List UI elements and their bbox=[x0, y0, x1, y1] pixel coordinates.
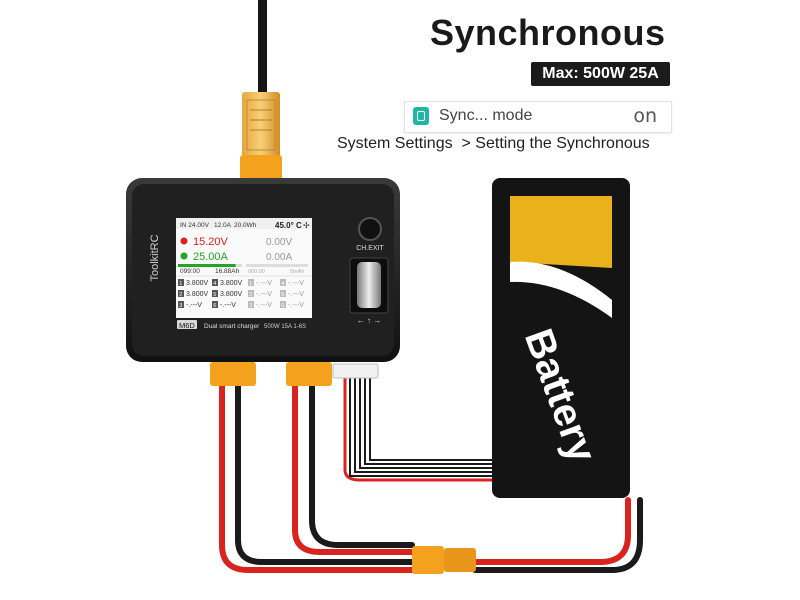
cell-voltage: -.---V bbox=[220, 302, 236, 309]
power-plug bbox=[242, 92, 280, 162]
cell-index: 5 bbox=[281, 292, 284, 298]
cell-voltage-grid: 1 3.800V 2 3.800V 3 -.---V 4 3.800V 5 3.800V 6 -.--… bbox=[178, 279, 304, 309]
scroll-wheel bbox=[357, 262, 381, 308]
cell-index: 3 bbox=[179, 303, 182, 309]
screen-ch1-current: 25.00A bbox=[193, 251, 229, 263]
xt60-input-connector bbox=[240, 155, 282, 180]
screen-ch1-capacity: 16.88Ah bbox=[215, 268, 240, 275]
output-wires bbox=[219, 373, 643, 573]
screen-temperature: 45.0° C bbox=[275, 221, 302, 230]
screen-input-current: 12.0A bbox=[214, 222, 232, 229]
cell-index-box bbox=[178, 279, 184, 286]
cell-voltage: 3.800V bbox=[186, 280, 209, 287]
ch-exit-button bbox=[358, 217, 382, 241]
sync-app-icon bbox=[413, 107, 429, 125]
device-rating: 500W 15A 1-6S bbox=[264, 324, 306, 330]
cell-index: 4 bbox=[213, 281, 216, 287]
nav-arrows: ← ↑ → bbox=[357, 316, 381, 325]
screen-ch1-voltage: 15.20V bbox=[193, 236, 229, 248]
cell-index-box bbox=[212, 290, 218, 297]
balance-port bbox=[332, 363, 379, 379]
cell-index-box bbox=[212, 279, 218, 286]
cell-index: 1 bbox=[179, 281, 182, 287]
ch1-output-connector bbox=[210, 362, 256, 386]
cell-voltage: -.---V bbox=[256, 280, 272, 287]
cell-index-box bbox=[178, 290, 184, 297]
cell-voltage: 3.800V bbox=[220, 291, 243, 298]
sync-mode-value[interactable]: on bbox=[633, 105, 657, 127]
ch1-voltage-icon bbox=[180, 237, 188, 245]
ch1-current-icon bbox=[180, 252, 188, 260]
breadcrumb: System Settings > Setting the Synchronou… bbox=[337, 135, 650, 153]
cell-voltage: 3.800V bbox=[220, 280, 243, 287]
cell-voltage: -.---V bbox=[186, 302, 202, 309]
cell-voltage: -.---V bbox=[288, 291, 304, 298]
ch-exit-label: CH.EXIT bbox=[356, 245, 384, 252]
cell-index-box bbox=[212, 301, 218, 308]
cell-index-box bbox=[280, 279, 286, 286]
cell-index-box bbox=[248, 301, 254, 308]
cell-index: 6 bbox=[213, 303, 216, 309]
fan-icon: ✢ bbox=[303, 221, 310, 230]
cell-index: 2 bbox=[179, 292, 182, 298]
cell-index: 1 bbox=[249, 281, 252, 287]
screen-ch2-capacity: 0mAh bbox=[290, 269, 304, 275]
cell-index: 2 bbox=[249, 292, 252, 298]
cell-index-box bbox=[248, 290, 254, 297]
ch2-progress-bar bbox=[246, 264, 308, 267]
xt60-joint-right bbox=[444, 548, 476, 572]
xt60-joint-left bbox=[412, 546, 444, 574]
cell-index: 6 bbox=[281, 303, 284, 309]
cell-voltage: -.---V bbox=[256, 291, 272, 298]
cell-index-box bbox=[280, 301, 286, 308]
screen-input-energy: 20.0Wh bbox=[234, 222, 257, 229]
cell-voltage: -.---V bbox=[288, 280, 304, 287]
sync-mode-setting[interactable]: Sync... mode on bbox=[404, 101, 672, 133]
ch2-output-connector bbox=[286, 362, 332, 386]
cell-index: 5 bbox=[213, 292, 216, 298]
breadcrumb-parent: System Settings bbox=[337, 135, 453, 152]
cell-index: 4 bbox=[281, 281, 284, 287]
ch1-progress-bar bbox=[178, 264, 236, 267]
screen-ch2-time: 000:00 bbox=[248, 269, 265, 275]
cell-index-box bbox=[248, 279, 254, 286]
breadcrumb-separator: > bbox=[461, 135, 471, 152]
screen-ch2-current: 0.00A bbox=[266, 252, 292, 263]
breadcrumb-child: Setting the Synchronous bbox=[475, 135, 650, 152]
cell-index: 3 bbox=[249, 303, 252, 309]
brand-logo: ToolkitRC bbox=[149, 234, 161, 281]
cell-voltage: -.---V bbox=[256, 302, 272, 309]
cell-voltage: 3.800V bbox=[186, 291, 209, 298]
screen-ch1-time: 099:00 bbox=[180, 268, 200, 275]
screen-input-voltage: IN 24.00V bbox=[180, 222, 210, 229]
page-title: Synchronous bbox=[430, 12, 666, 53]
device-description: Dual smart charger bbox=[204, 323, 260, 330]
cell-index-box bbox=[178, 301, 184, 308]
cell-index-box bbox=[280, 290, 286, 297]
cell-voltage: -.---V bbox=[288, 302, 304, 309]
lcd-screen bbox=[176, 218, 312, 318]
model-label: M6D bbox=[179, 321, 195, 330]
charger-device: ToolkitRC IN 24.00V 12.0A 20.0Wh 45.0° C… bbox=[126, 178, 400, 362]
battery-pack: Battery bbox=[492, 178, 630, 498]
power-cable bbox=[240, 0, 282, 180]
screen-ch2-voltage: 0.00V bbox=[266, 237, 292, 248]
sync-mode-label: Sync... mode bbox=[439, 107, 533, 124]
spec-badge: Max: 500W 25A bbox=[531, 62, 670, 86]
